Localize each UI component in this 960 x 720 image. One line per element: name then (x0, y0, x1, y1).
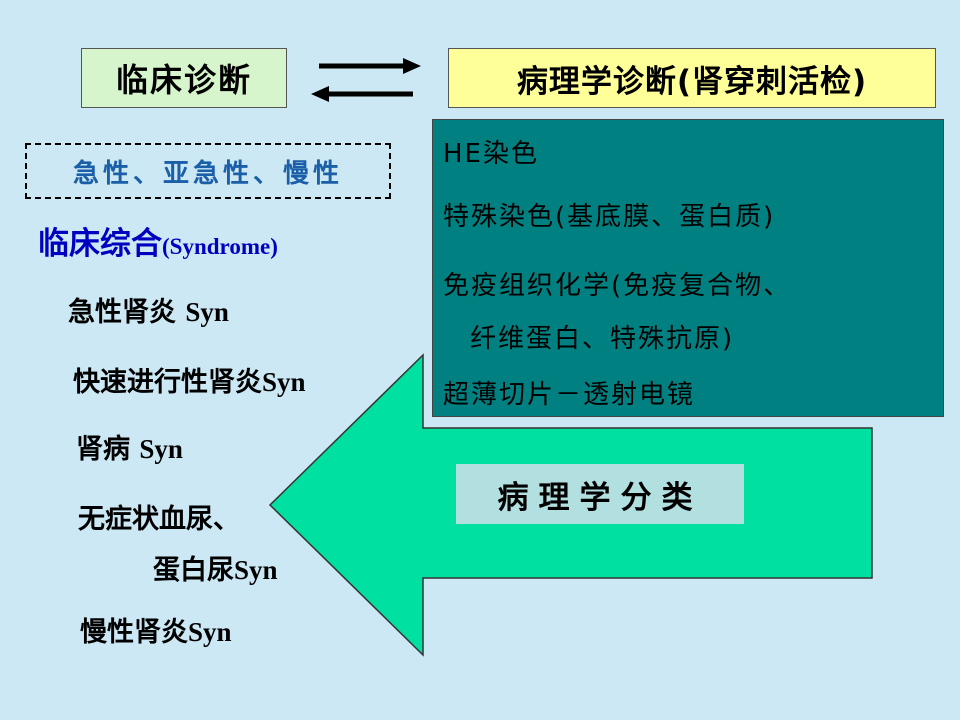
disease-course-box: 急性、亚急性、慢性 (25, 143, 391, 199)
method-immunohistochemistry: 免疫组织化学(免疫复合物、 (443, 271, 792, 301)
method-electron-microscopy: 超薄切片－透射电镜 (443, 380, 696, 410)
pathology-diagnosis-label: 病理学诊断(肾穿刺活检) (516, 63, 868, 100)
pathology-methods-panel (432, 119, 944, 417)
disease-course-label: 急性、亚急性、慢性 (72, 158, 343, 189)
syndrome-title-en: (Syndrome) (162, 234, 278, 259)
syndrome-item-chronic-nephritis: 慢性肾炎Syn (80, 617, 232, 648)
syndrome-item-proteinuria: 蛋白尿Syn (153, 555, 278, 586)
syndrome-title-cn: 临床综合 (38, 226, 162, 262)
syndrome-item-rpgn: 快速进行性肾炎Syn (73, 367, 306, 398)
syndrome-title: 临床综合(Syndrome) (38, 218, 278, 263)
syndrome-item-acute-nephritis: 急性肾炎 Syn (68, 297, 229, 328)
clinical-diagnosis-label: 临床诊断 (115, 61, 252, 99)
pathology-diagnosis-box: 病理学诊断(肾穿刺活检) (448, 48, 936, 108)
syndrome-item-asymptomatic-hematuria: 无症状血尿、 (78, 504, 240, 535)
syndrome-item-nephrotic: 肾病 Syn (76, 434, 183, 465)
clinical-diagnosis-box: 临床诊断 (81, 48, 287, 108)
method-he-stain: HE染色 (443, 139, 539, 169)
pathology-classification-box: 病理学分类 (456, 464, 744, 524)
pathology-classification-label: 病理学分类 (497, 479, 703, 516)
two-way-arrows-icon (311, 58, 421, 102)
method-special-stain: 特殊染色(基底膜、蛋白质) (443, 202, 776, 232)
method-immunohistochemistry-cont: 纤维蛋白、特殊抗原) (470, 324, 735, 354)
